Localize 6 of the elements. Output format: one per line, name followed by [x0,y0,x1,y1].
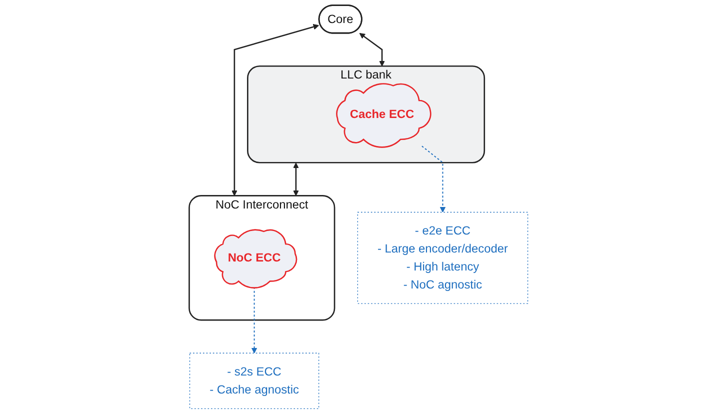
arrow [232,24,320,196]
arrow [421,146,446,212]
arrow [293,162,299,196]
node-box: - s2s ECC - Cache agnostic [189,352,320,410]
arrow [359,32,385,66]
node-box: - e2e ECC - Large encoder/decoder - High latency - NoC agnostic [357,212,528,304]
